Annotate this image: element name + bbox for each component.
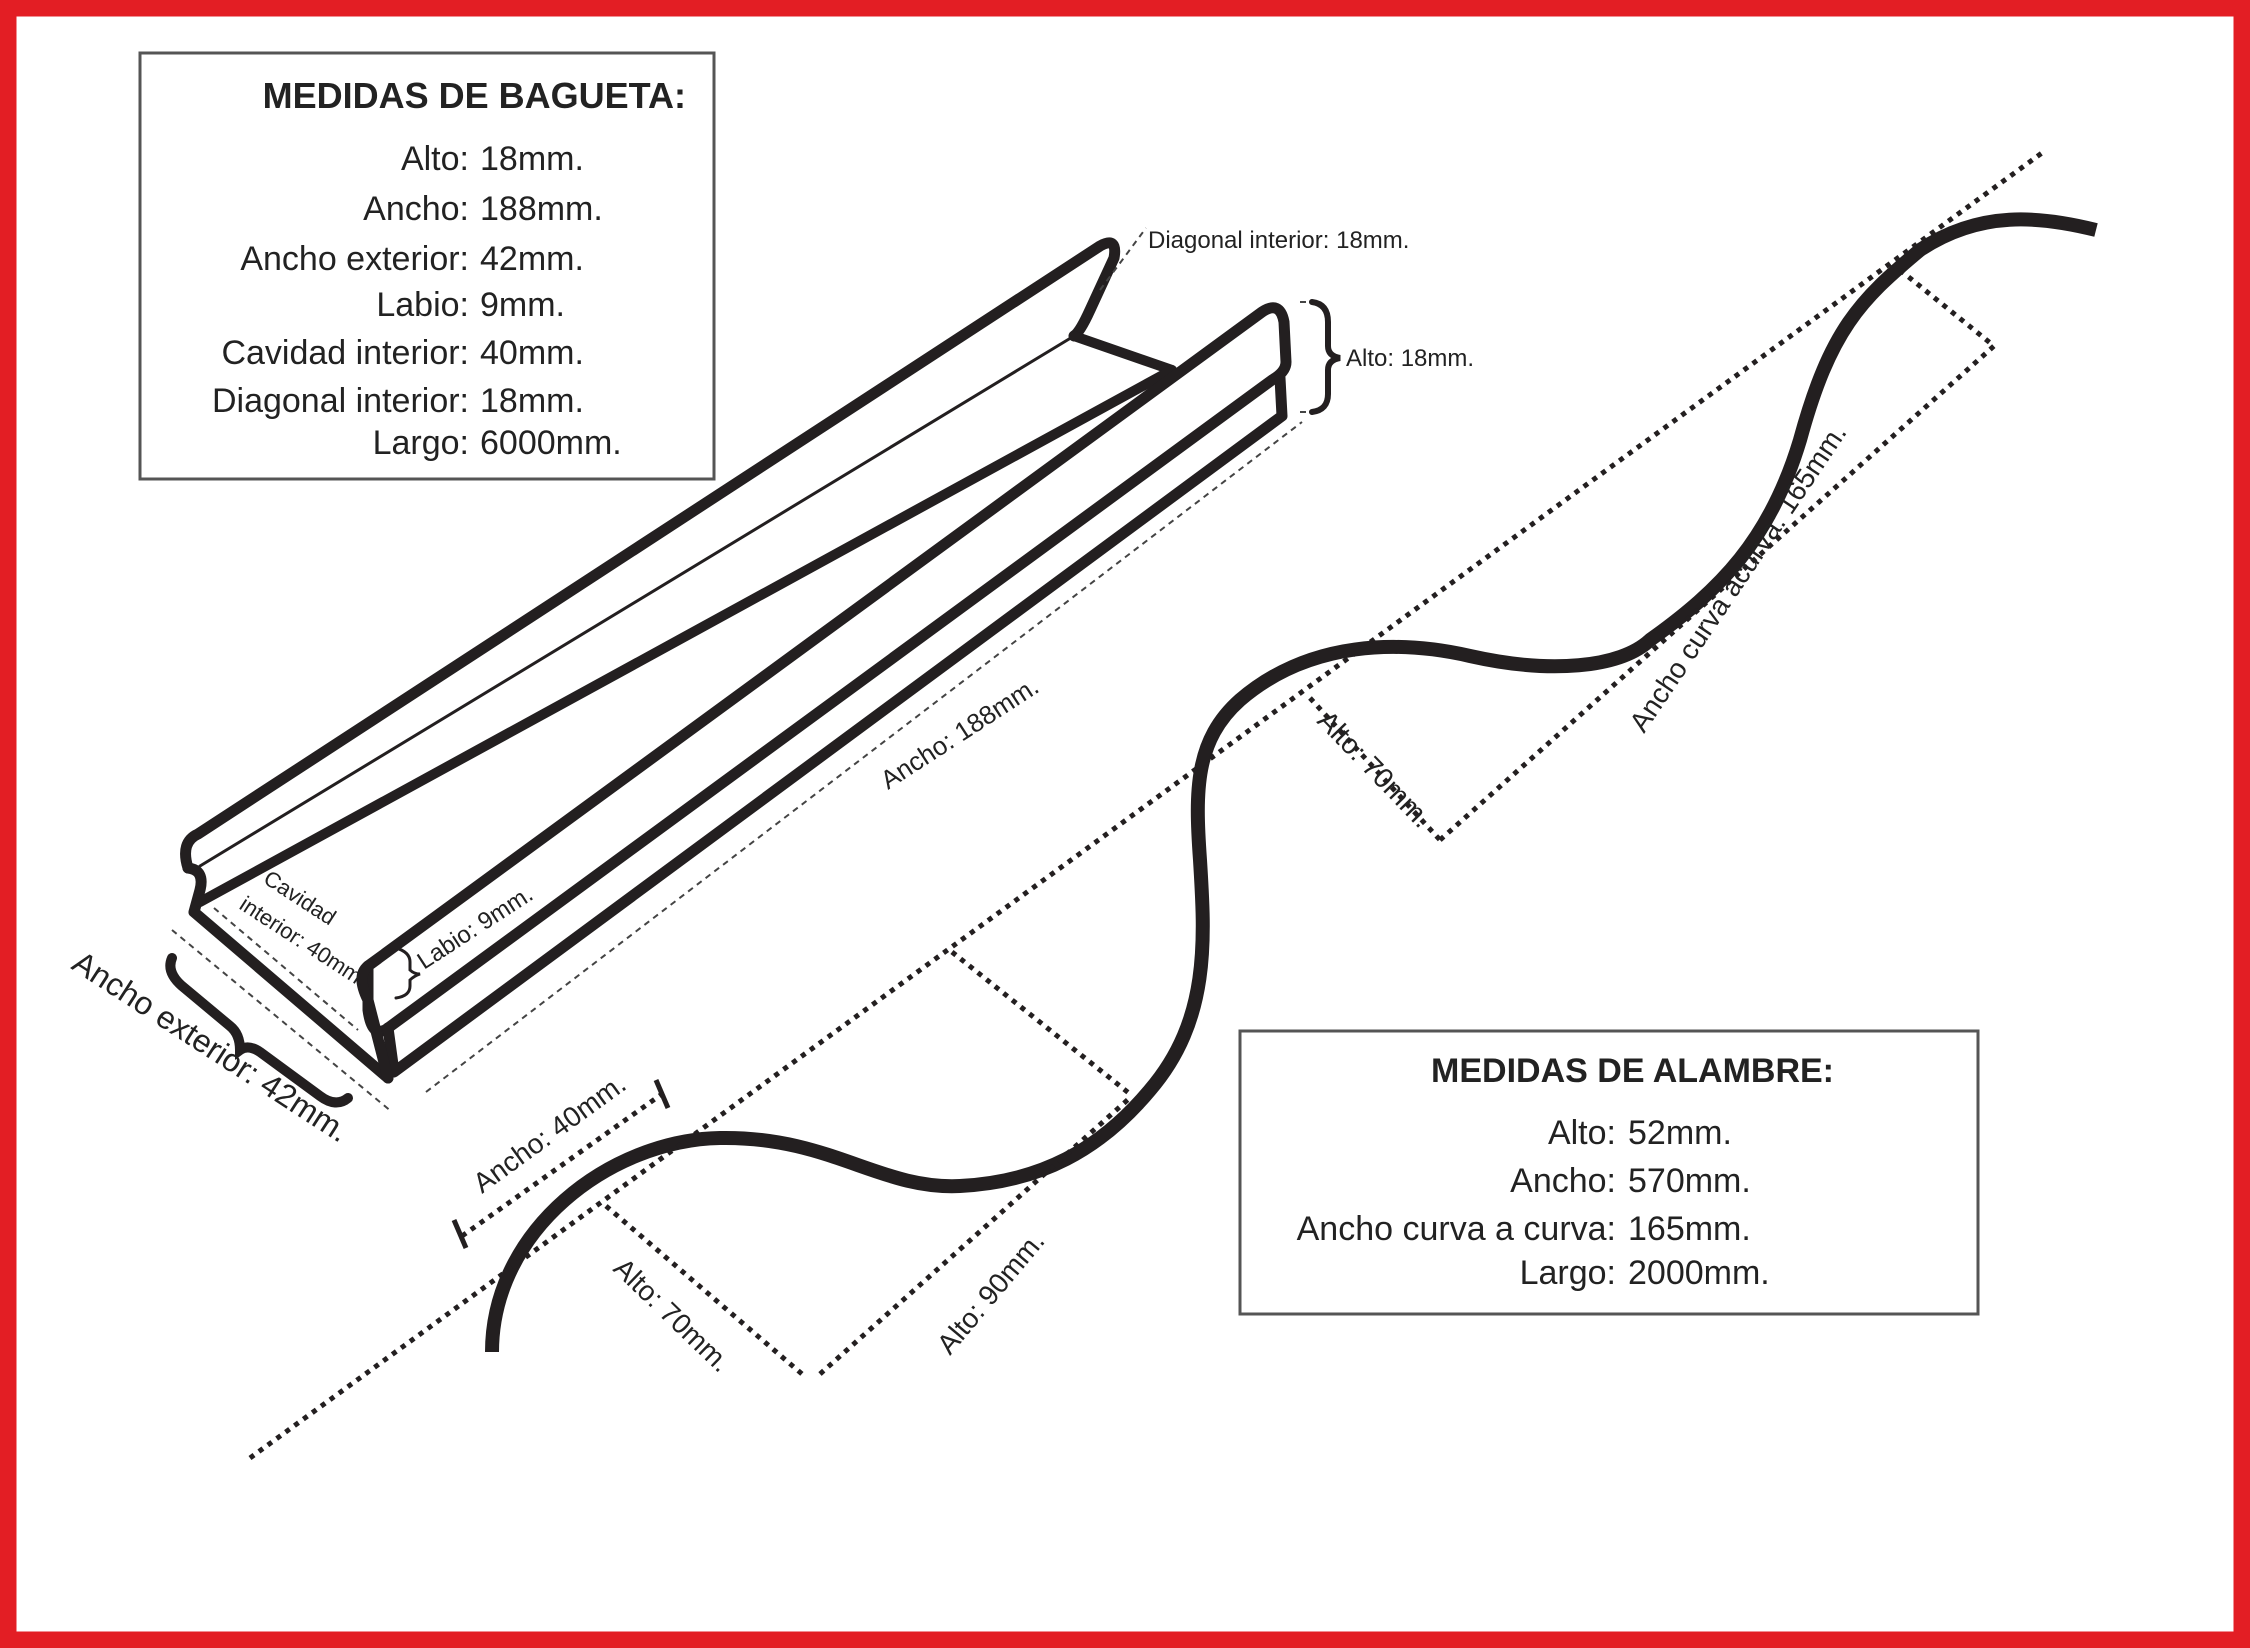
bagueta-left-end — [182, 862, 394, 1084]
dim-ancho-line — [425, 421, 1303, 1093]
dim-curva-tick — [1898, 268, 1996, 348]
alambre-row-value: 570mm. — [1628, 1162, 1751, 1200]
bagueta-row-label: Largo: — [373, 424, 469, 462]
label-ancho-bagueta: Ancho: 188mm. — [875, 671, 1044, 795]
brace-labio-icon — [394, 946, 421, 1000]
bagueta-row-value: 42mm. — [480, 240, 584, 278]
alambre-row-label: Ancho curva a curva: — [1297, 1210, 1616, 1248]
alambre-row-label: Ancho: — [1510, 1162, 1616, 1200]
alambre-box-frame — [1238, 1029, 1980, 1316]
alambre-row-value: 2000mm. — [1628, 1254, 1770, 1292]
bagueta-row-value: 40mm. — [480, 334, 584, 372]
brace-ancho-exterior-icon — [165, 953, 353, 1108]
label-diagonal-interior: Diagonal interior: 18mm. — [1148, 227, 1409, 254]
bagueta-row-value: 9mm. — [480, 286, 565, 324]
alambre-row-value: 52mm. — [1628, 1114, 1732, 1152]
bagueta-row-label: Ancho exterior: — [240, 240, 469, 278]
dim-long-diagonal — [248, 147, 2048, 1461]
dim-ancho-ext-line — [171, 929, 393, 1113]
bagueta-box-title: MEDIDAS DE BAGUETA: — [263, 75, 686, 116]
alambre-box-title: MEDIDAS DE ALAMBRE: — [1431, 1052, 1834, 1090]
bagueta-row-value: 188mm. — [480, 190, 603, 228]
label-ancho-exterior: Ancho exterior: 42mm. — [66, 944, 356, 1150]
tick-left-icon — [451, 1219, 469, 1249]
alambre-end-ticks — [451, 1079, 671, 1249]
bagueta-diagonal-interior — [1069, 331, 1177, 375]
bagueta-row-label: Cavidad interior: — [221, 334, 469, 372]
label-curva: Ancho curva acurva: 165mm. — [1623, 418, 1852, 737]
bagueta-back-inner-line — [198, 334, 1076, 868]
bagueta-box-frame — [138, 51, 716, 481]
dim-cavidad-line — [213, 907, 359, 1031]
bagueta-row-label: Ancho: — [363, 190, 469, 228]
bagueta-floor-back — [195, 365, 1177, 907]
alambre-measurements-box: MEDIDAS DE ALAMBRE: Alto: 52mm. Ancho: 5… — [1238, 1029, 1980, 1316]
dim-ancho-40 — [460, 1091, 664, 1239]
alambre-row-value: 165mm. — [1628, 1210, 1751, 1248]
alambre-box-rows: Alto: 52mm. Ancho: 570mm. Ancho curva a … — [1297, 1114, 1770, 1292]
bagueta-row-value: 18mm. — [480, 382, 584, 420]
dim-diagonal-leader — [1099, 227, 1147, 291]
alambre-row-label: Alto: — [1548, 1114, 1616, 1152]
bagueta-row-value: 18mm. — [480, 140, 584, 178]
dim-alto-90 — [950, 950, 1132, 1096]
bagueta-row-label: Diagonal interior: — [212, 382, 469, 420]
alambre-dimension-lines — [248, 147, 2048, 1461]
label-alto-90: Alto: 90mm. — [931, 1225, 1051, 1359]
label-alto-70-left: Alto: 70mm. — [608, 1252, 737, 1378]
bagueta-row-label: Labio: — [376, 286, 469, 324]
alambre-drawing — [485, 212, 2098, 1353]
bagueta-back-wall — [180, 237, 1121, 874]
brace-alto-icon — [1309, 299, 1341, 415]
bagueta-dimension-lines — [171, 227, 1310, 1113]
bagueta-box-rows: Alto: 18mm. Ancho: 188mm. Ancho exterior… — [212, 140, 622, 462]
bagueta-row-label: Alto: — [401, 140, 469, 178]
bagueta-drawing — [180, 237, 1292, 1084]
bagueta-row-value: 6000mm. — [480, 424, 622, 462]
tick-right-icon — [653, 1079, 671, 1109]
alambre-row-label: Largo: — [1520, 1254, 1616, 1292]
dim-curva-line — [1438, 344, 1996, 842]
bagueta-front-bottom — [356, 960, 394, 1084]
label-alto-70-right: Alto: 70mm. — [1312, 705, 1438, 834]
bagueta-measurements-box: MEDIDAS DE BAGUETA: Alto: 18mm. Ancho: 1… — [138, 51, 716, 481]
alambre-wire — [485, 212, 2098, 1353]
bagueta-braces — [165, 299, 1341, 1108]
label-alto-bagueta: Alto: 18mm. — [1346, 345, 1474, 372]
dim-alto-90-base — [818, 1094, 1134, 1376]
bagueta-front-wall — [382, 372, 1288, 1078]
